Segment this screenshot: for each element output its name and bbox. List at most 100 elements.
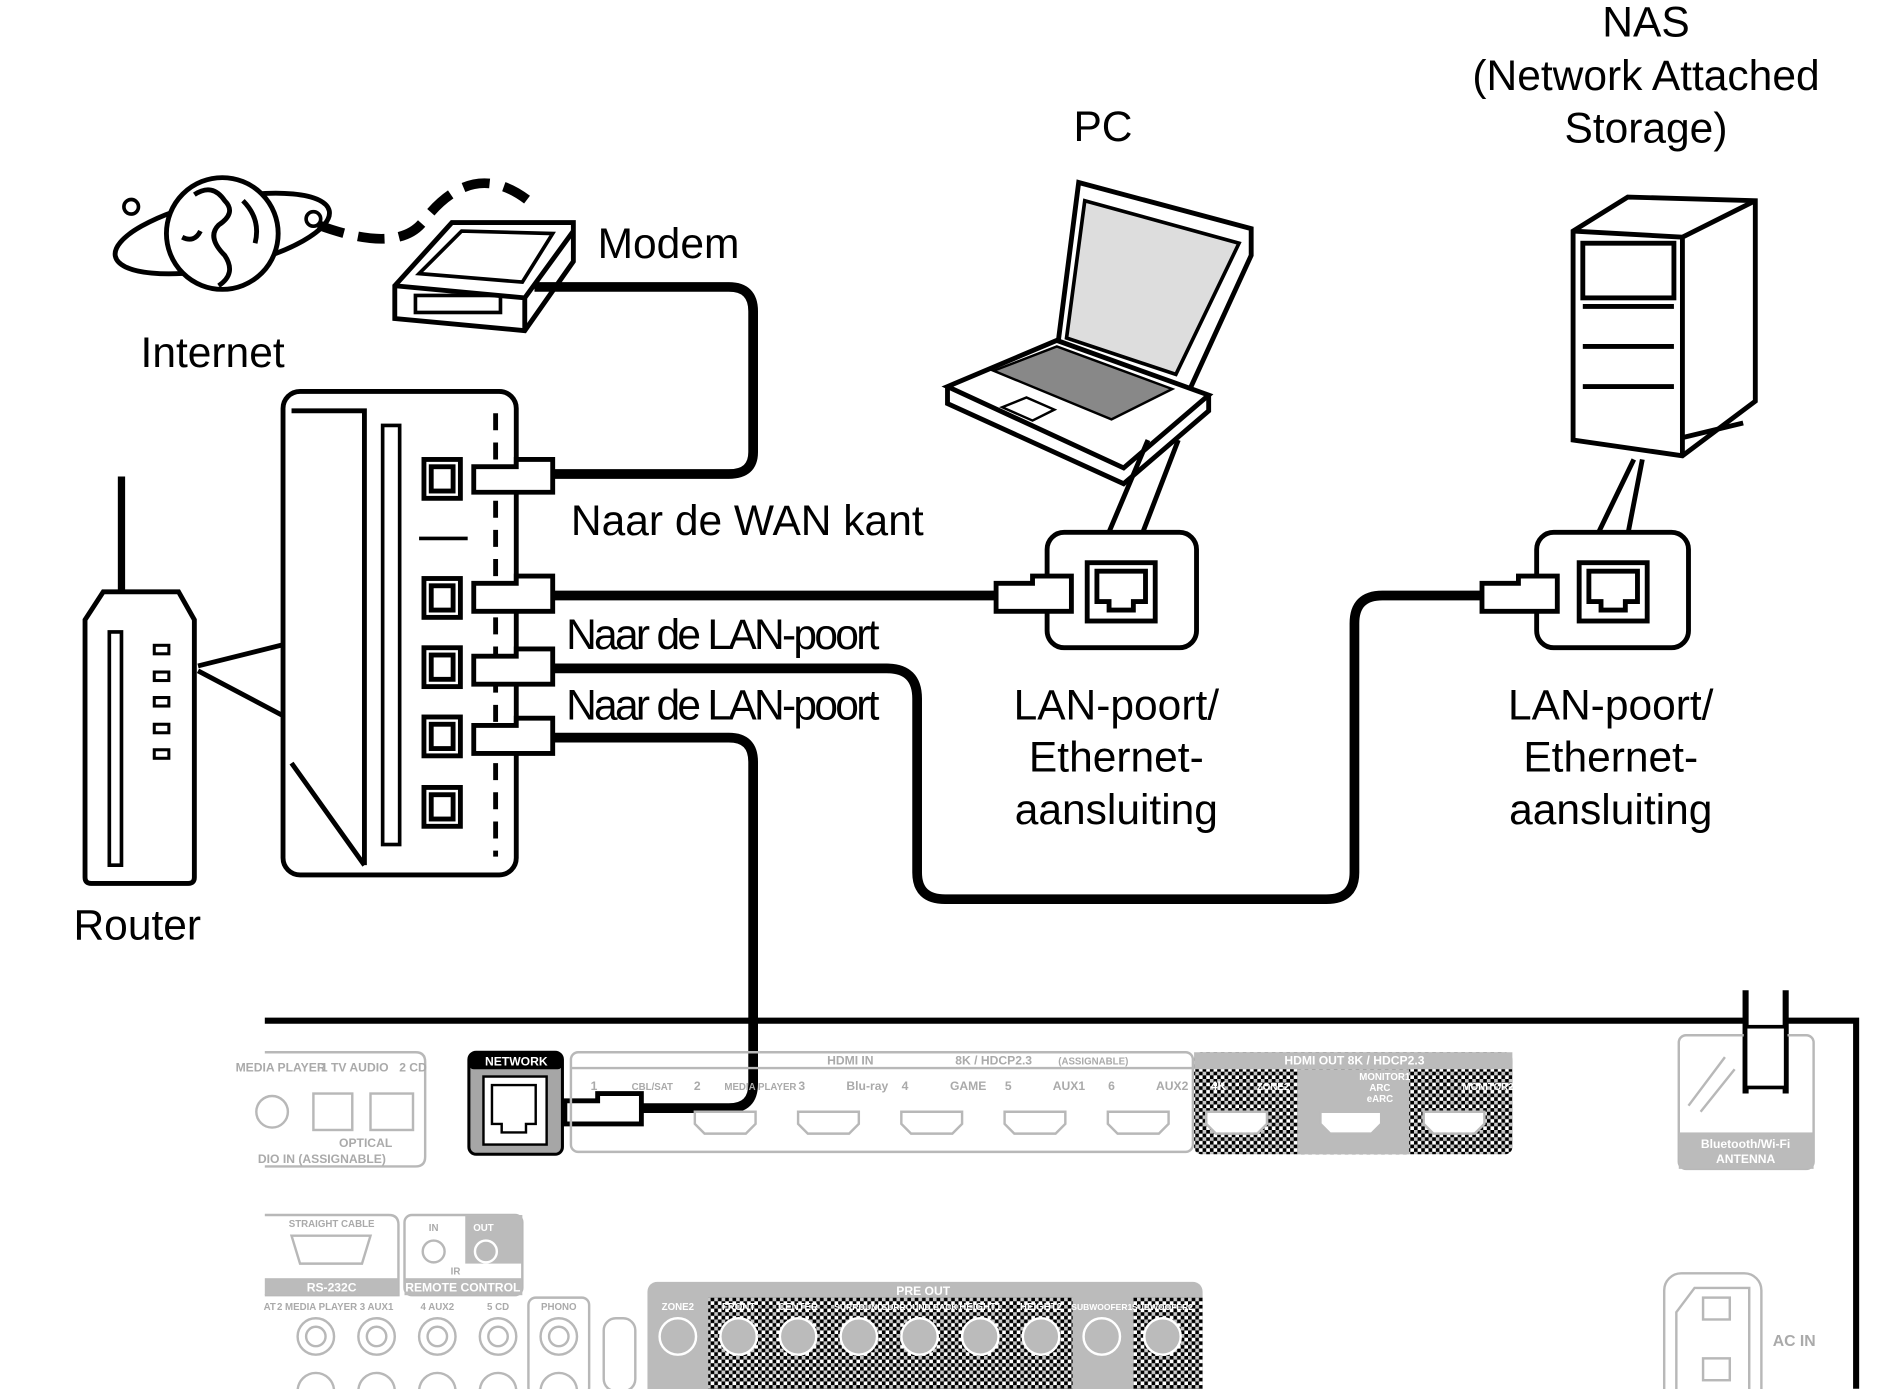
modem-icon: [392, 220, 576, 334]
router-icon: [82, 476, 288, 886]
panel-label: MEDIA PLAYER: [236, 1061, 326, 1075]
lan-port-icon: [421, 576, 463, 620]
pc-label: PC: [1073, 104, 1132, 151]
panel-label: 8K / HDCP2.3: [955, 1053, 1032, 1067]
panel-label: SUBWOOFER1: [1071, 1302, 1132, 1312]
pc-port-label-line2: Ethernet-: [1029, 735, 1204, 782]
router-port-panel: [280, 388, 519, 878]
internet-dashed-link: [316, 178, 532, 244]
wan-port-icon: [421, 457, 463, 501]
lan-port-label-2: Naar de LAN-poort: [566, 682, 880, 729]
panel-label: 2: [694, 1079, 701, 1093]
panel-label: MONITOR2: [1463, 1082, 1515, 1093]
panel-label: 3: [798, 1079, 805, 1093]
nas-label-line1: NAS: [1602, 0, 1689, 47]
receiver-back-panel: MEDIA PLAYER 1 TV AUDIO 2 CD OPTICAL DIO…: [236, 990, 1860, 1389]
panel-label: IR: [451, 1267, 461, 1278]
panel-label: PHONO: [541, 1302, 577, 1313]
panel-label: SUBWOOFER2: [1132, 1302, 1193, 1312]
panel-label: SURROUND BACK: [882, 1302, 959, 1312]
panel-label: IN: [429, 1223, 439, 1234]
panel-label: 1: [591, 1079, 598, 1093]
nas-cable: [552, 590, 1485, 905]
panel-label: MONITOR1: [1359, 1072, 1411, 1083]
internet-label: Internet: [141, 330, 285, 377]
laptop-pc-icon: [941, 179, 1254, 487]
receiver-cable: [552, 732, 758, 1113]
panel-label: CENTER: [778, 1302, 818, 1313]
network-port[interactable]: NETWORK: [467, 1050, 564, 1156]
panel-label: 6: [1108, 1079, 1115, 1093]
hdmi-in-panel: HDMI IN 8K / HDCP2.3 (ASSIGNABLE) 1 CBL/…: [569, 1051, 1195, 1154]
nas-label-line2: (Network Attached: [1472, 53, 1819, 100]
lan-port-icon: [421, 645, 463, 690]
remote-control-panel: IN OUT IR REMOTE CONTROL: [403, 1213, 524, 1297]
panel-label: 5 CD: [487, 1302, 509, 1313]
ethernet-plug-icon: [471, 646, 556, 687]
panel-label: ZONE2: [662, 1302, 695, 1313]
lan-port-icon: [421, 784, 463, 829]
panel-label: 2 CD: [399, 1061, 427, 1075]
panel-label: AUX2: [1156, 1079, 1189, 1093]
panel-label: SURROUND: [834, 1302, 883, 1312]
panel-label: MEDIA PLAYER: [724, 1082, 796, 1093]
panel-label: HEIGHT1: [959, 1302, 1002, 1313]
nas-port-callout: [1479, 458, 1691, 651]
ethernet-plug-icon: [562, 1091, 644, 1127]
pre-out-panel: PRE OUT ZONE2 FRONT CENTER SURROUND SURR…: [647, 1281, 1203, 1389]
panel-label: CBL/SAT: [632, 1082, 673, 1093]
panel-label: 3 AUX1: [360, 1302, 394, 1313]
panel-label: AT: [264, 1302, 276, 1313]
panel-label: GAME: [950, 1079, 986, 1093]
panel-label: OPTICAL: [339, 1136, 393, 1150]
analog-audio-in-panel: AT 2 MEDIA PLAYER 3 AUX1 4 AUX2 5 CD PHO…: [264, 1296, 637, 1389]
nas-tower-icon: [1570, 194, 1758, 459]
ac-in-socket: AC IN: [1662, 1272, 1816, 1389]
panel-label: HDMI IN: [827, 1053, 873, 1067]
panel-label: RS-232C: [307, 1281, 357, 1295]
lan-port-icon: [421, 714, 463, 759]
lan-port-label-1: Naar de LAN-poort: [566, 612, 880, 659]
panel-label: HDMI OUT 8K / HDCP2.3: [1284, 1053, 1424, 1067]
panel-label: 5: [1005, 1079, 1012, 1093]
panel-label: Blu-ray: [846, 1079, 888, 1093]
panel-label: Bluetooth/Wi-Fi: [1701, 1137, 1790, 1151]
nas-port-label-line3: aansluiting: [1509, 787, 1712, 834]
panel-label: STRAIGHT CABLE: [289, 1219, 375, 1230]
nas-port-label-line2: Ethernet-: [1523, 735, 1698, 782]
panel-label: PRE OUT: [896, 1284, 950, 1298]
rs232c-panel: STRAIGHT CABLE RS-232C: [264, 1213, 400, 1297]
panel-label: 4: [902, 1079, 909, 1093]
nas-label-line3: Storage): [1564, 105, 1727, 152]
pc-port-callout: [993, 439, 1199, 651]
panel-label: 2 MEDIA PLAYER: [277, 1302, 357, 1313]
panel-label: HEIGHT2: [1020, 1302, 1063, 1313]
panel-label: 1 TV AUDIO: [321, 1061, 389, 1075]
panel-label: 4 AUX2: [420, 1302, 454, 1313]
panel-label: FRONT: [722, 1302, 755, 1313]
panel-label: ARC: [1369, 1083, 1390, 1094]
internet-globe-icon: [112, 175, 332, 292]
panel-label: REMOTE CONTROL: [405, 1281, 521, 1295]
nas-port-label-line1: LAN-poort/: [1508, 682, 1714, 729]
router-label: Router: [73, 902, 201, 949]
panel-label: 4K: [1211, 1079, 1227, 1093]
ac-in-label: AC IN: [1773, 1333, 1816, 1350]
panel-label: AUX1: [1053, 1079, 1086, 1093]
panel-label: (ASSIGNABLE): [1058, 1056, 1128, 1067]
ethernet-plug-icon: [471, 457, 556, 495]
ethernet-plug-icon: [471, 573, 556, 614]
network-port-label: NETWORK: [485, 1055, 548, 1069]
panel-label: ZONE2: [1257, 1082, 1290, 1093]
wan-cable: [534, 282, 758, 479]
wan-side-label: Naar de WAN kant: [571, 498, 924, 545]
pc-port-label-line1: LAN-poort/: [1014, 682, 1220, 729]
modem-label: Modem: [598, 221, 740, 268]
panel-label: eARC: [1367, 1094, 1393, 1105]
pc-port-label-line3: aansluiting: [1015, 787, 1218, 834]
digital-audio-in-panel: MEDIA PLAYER 1 TV AUDIO 2 CD OPTICAL DIO…: [236, 1051, 427, 1168]
ethernet-plug-icon: [471, 715, 556, 756]
panel-label: DIO IN (ASSIGNABLE): [258, 1152, 386, 1166]
panel-label: ANTENNA: [1716, 1152, 1776, 1166]
